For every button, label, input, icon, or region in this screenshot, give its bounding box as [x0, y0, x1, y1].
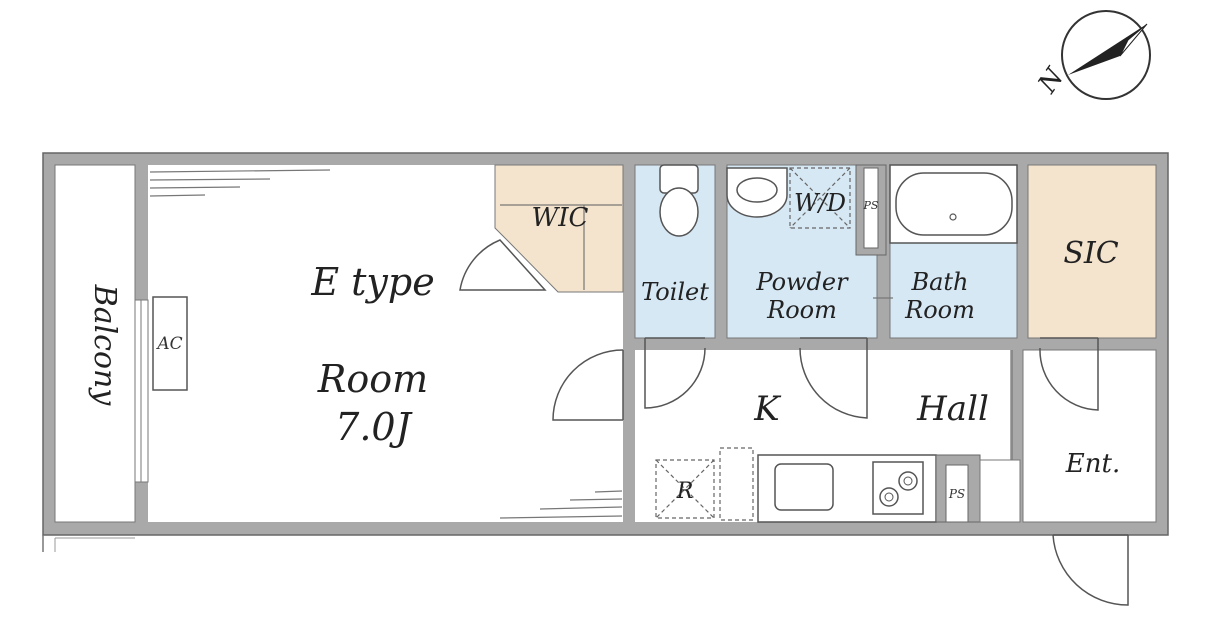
sic-door [1039, 338, 1099, 411]
refrigerator-label: R [676, 479, 694, 504]
wd-label: W/D [794, 189, 846, 217]
main-room-type: E type [310, 260, 434, 304]
north-arrow-icon [1068, 24, 1147, 75]
bathtub-drain [949, 213, 957, 221]
burner-2 [879, 487, 899, 507]
bath-room-label-2: Room [904, 296, 975, 324]
powder-room-label-1: Powder [755, 268, 849, 296]
wic-door [459, 239, 547, 291]
bathtub [895, 172, 1013, 236]
ac-label: AC [155, 334, 182, 354]
toilet-door [644, 338, 706, 409]
window-glare [149, 169, 623, 519]
main-room-name: Room [317, 357, 428, 401]
compass: N [1032, 10, 1151, 100]
bath-room-label-1: Bath [910, 268, 968, 296]
refrigerator-space [655, 459, 715, 519]
entrance-door [1052, 534, 1129, 606]
sic-area [1027, 164, 1157, 339]
toilet-label: Toilet [641, 278, 709, 306]
sic-label: SIC [1063, 236, 1118, 271]
kitchen-label: K [753, 389, 782, 429]
entrance-area [1022, 349, 1157, 523]
balcony-label: Balcony [87, 284, 122, 407]
cooktop [872, 461, 924, 515]
burner-1 [898, 471, 918, 491]
washbasin-bowl [736, 177, 778, 203]
hall-label: Hall [916, 389, 989, 429]
storage-space [719, 447, 754, 521]
wic-label: WIC [532, 203, 589, 233]
main-room-door [552, 349, 624, 421]
powder-room-label-2: Room [766, 296, 837, 324]
main-room-size: 7.0J [335, 405, 412, 449]
ps-lower-label: PS [948, 487, 965, 501]
kitchen-sink [774, 463, 834, 511]
toilet-bowl [659, 187, 699, 237]
ac-unit [152, 296, 188, 391]
entrance-label: Ent. [1065, 449, 1120, 479]
powder-room-door [799, 338, 868, 419]
ps-upper-label: PS [863, 199, 879, 212]
washer-dryer-space [789, 167, 851, 229]
balcony-area [54, 164, 136, 523]
wic-area [494, 164, 624, 293]
